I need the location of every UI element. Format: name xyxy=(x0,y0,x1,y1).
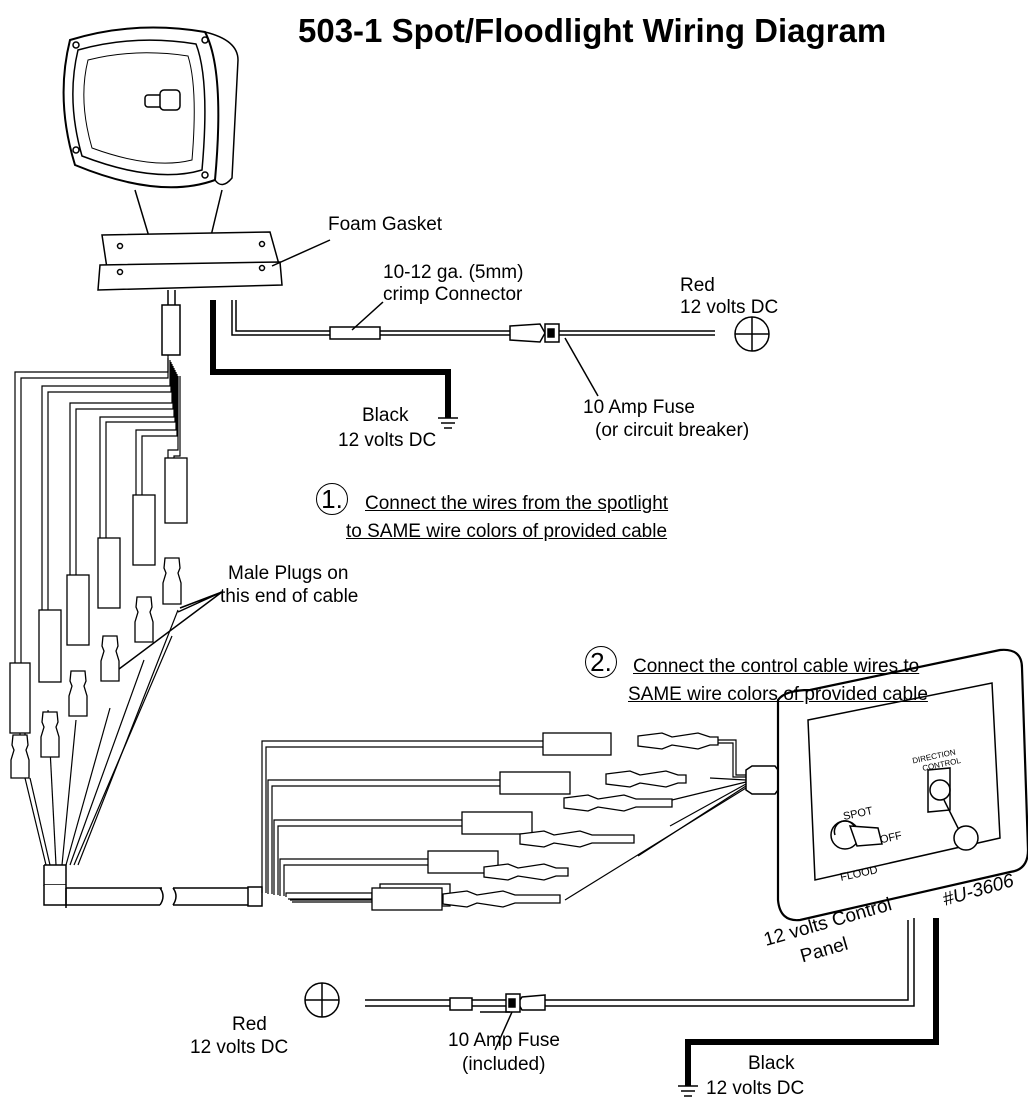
female-plugs-control xyxy=(371,732,612,911)
fuse-bottom-label-line1: 10 Amp Fuse xyxy=(448,1030,560,1051)
black-bottom-label-line1: Black xyxy=(748,1053,795,1074)
red-bottom-label-line1: Red xyxy=(232,1014,267,1035)
red-top-label-line1: Red xyxy=(680,275,715,296)
male-plugs-leader xyxy=(114,591,223,673)
red-top-label-line2: 12 volts DC xyxy=(680,297,779,318)
ground-symbol-bottom xyxy=(678,1085,698,1097)
fuse-top-leader xyxy=(564,337,599,397)
positive-terminal-bottom xyxy=(304,982,340,1018)
control-panel xyxy=(745,648,1028,922)
step-1-line1: Connect the wires from the spotlight xyxy=(365,493,669,514)
black-bottom-label-line2: 12 volts DC xyxy=(706,1078,805,1099)
foam-gasket-leader xyxy=(271,239,331,267)
spotlight-harness xyxy=(14,355,181,866)
step-1-line2: to SAME wire colors of provided cable xyxy=(346,521,668,542)
black-wire-top xyxy=(210,300,451,418)
fuse-bottom-label-line2: (included) xyxy=(462,1054,546,1075)
step-2-line1: Connect the control cable wires to xyxy=(633,656,920,677)
black-top-label-line2: 12 volts DC xyxy=(338,430,437,451)
positive-terminal-top xyxy=(734,316,770,352)
female-plugs-left xyxy=(9,457,188,734)
black-top-label-line1: Black xyxy=(362,405,409,426)
black-wire-bottom xyxy=(685,918,939,1086)
male-plugs-control xyxy=(442,732,719,908)
step-2-line2: SAME wire colors of provided cable xyxy=(628,684,928,705)
spotlight-cable xyxy=(161,290,181,356)
page-title: 503-1 Spot/Floodlight Wiring Diagram xyxy=(298,12,887,49)
foam-gasket-label: Foam Gasket xyxy=(328,214,443,235)
connector-label-line1: 10-12 ga. (5mm) xyxy=(383,262,524,283)
red-wire-bottom xyxy=(365,918,915,1051)
connector-leader xyxy=(351,301,384,331)
red-wire-top xyxy=(231,300,715,343)
step-1-number: 1. xyxy=(316,483,348,515)
ground-symbol-top xyxy=(438,417,458,429)
male-plugs-label-line2: this end of cable xyxy=(220,586,359,607)
connector-label-line2: crimp Connector xyxy=(383,284,523,305)
step-2-number: 2. xyxy=(585,646,617,678)
fuse-top-label-line2: (or circuit breaker) xyxy=(595,420,750,441)
red-bottom-label-line2: 12 volts DC xyxy=(190,1037,289,1058)
male-plugs-left xyxy=(10,557,182,779)
fuse-top-label-line1: 10 Amp Fuse xyxy=(583,397,695,418)
main-cable xyxy=(43,864,263,908)
control-harness xyxy=(261,739,747,903)
male-plugs-label-line1: Male Plugs on xyxy=(228,563,349,584)
spotlight-illustration xyxy=(62,26,283,291)
